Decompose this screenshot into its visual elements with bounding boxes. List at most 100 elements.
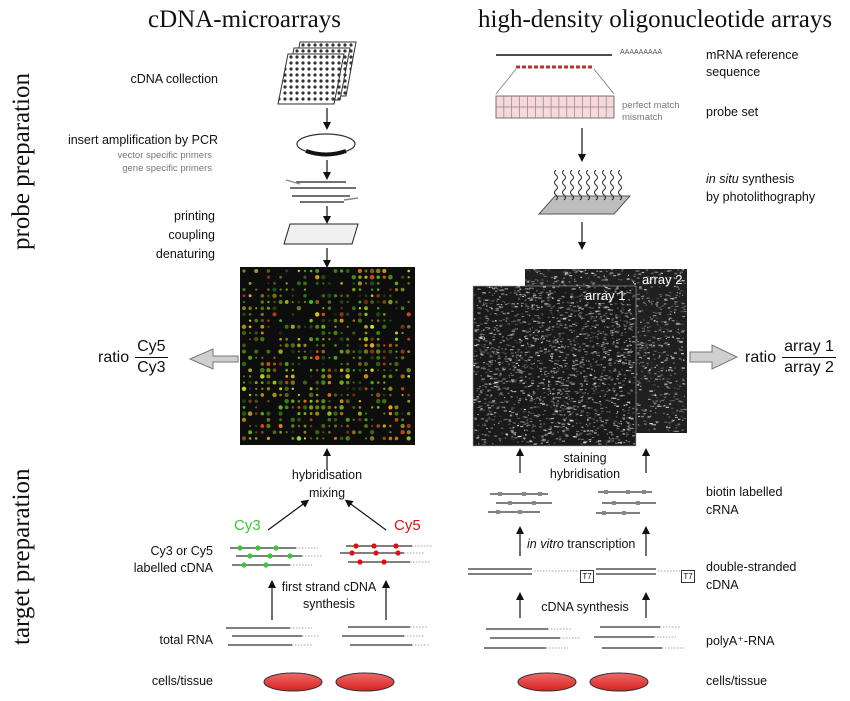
array-pixel <box>501 335 504 338</box>
array-pixel <box>474 329 477 331</box>
array-pixel <box>475 373 478 375</box>
array-pixel <box>639 286 642 288</box>
array-spot <box>357 349 362 354</box>
array-pixel <box>645 269 649 271</box>
array-pixel <box>566 422 569 425</box>
array-pixel <box>641 409 644 411</box>
array-pixel <box>480 353 482 355</box>
array-pixel <box>557 431 559 433</box>
array-spot <box>376 349 381 354</box>
array-pixel <box>584 351 588 353</box>
array-pixel <box>488 365 491 367</box>
array-pixel <box>678 358 682 360</box>
array-pixel <box>498 375 502 377</box>
array-pixel <box>505 294 508 296</box>
array-pixel <box>489 302 493 304</box>
array-pixel <box>559 390 562 392</box>
array-pixel <box>524 351 528 354</box>
array-spot <box>370 380 374 385</box>
array-pixel <box>569 341 572 343</box>
array-pixel <box>521 440 524 442</box>
array-pixel <box>519 370 522 372</box>
array-spot <box>401 412 404 415</box>
array-spot <box>352 405 356 409</box>
array-spot <box>327 300 332 304</box>
array-pixel <box>663 351 667 353</box>
array-pixel <box>477 413 480 416</box>
array-pixel <box>681 429 684 431</box>
array-pixel <box>565 435 569 437</box>
array-pixel <box>552 367 556 369</box>
array-pixel <box>658 355 661 357</box>
array-spot <box>339 411 344 416</box>
array-pixel <box>598 305 602 307</box>
array-pixel <box>626 304 629 306</box>
array-spot <box>364 275 368 279</box>
array-pixel <box>541 335 544 337</box>
array-spot <box>327 411 332 416</box>
array-pixel <box>494 333 497 335</box>
array-pixel <box>552 346 556 348</box>
array-spot <box>407 411 411 416</box>
array-pixel <box>566 428 569 430</box>
array-pixel <box>640 321 642 323</box>
array-pixel <box>598 284 601 286</box>
array-pixel <box>539 402 543 404</box>
array-pixel <box>620 332 622 334</box>
array-pixel <box>630 364 634 366</box>
array-pixel <box>654 393 656 395</box>
array-pixel <box>628 308 631 310</box>
array-pixel <box>525 416 528 418</box>
array-pixel <box>622 294 625 296</box>
array-pixel <box>529 407 532 409</box>
array-pixel <box>644 378 648 380</box>
array-pixel <box>579 363 581 365</box>
array-pixel <box>568 319 571 321</box>
array-pixel <box>632 323 634 325</box>
array-spot <box>279 337 282 341</box>
array-pixel <box>488 299 490 301</box>
array-pixel <box>573 373 575 375</box>
array-spot <box>284 300 289 304</box>
array-pixel <box>502 340 505 342</box>
array-pixel <box>576 337 578 339</box>
array-pixel <box>541 322 545 324</box>
array-pixel <box>550 422 554 424</box>
array-spot <box>297 356 301 359</box>
array-pixel <box>594 432 597 434</box>
array-pixel <box>645 352 648 354</box>
array-pixel <box>640 344 642 346</box>
array-pixel <box>509 414 512 416</box>
array-spot <box>388 411 393 416</box>
array-pixel <box>586 393 589 395</box>
array-pixel <box>499 306 503 309</box>
array-pixel <box>516 294 518 296</box>
array-spot <box>302 380 308 385</box>
insert-amplification-label: insert amplification by PCR <box>67 133 218 147</box>
array-spot <box>254 430 258 434</box>
array-spot <box>248 437 252 440</box>
array-spot <box>377 369 380 372</box>
array-pixel <box>489 362 491 364</box>
array-spot <box>290 374 295 379</box>
array-pixel <box>594 410 599 412</box>
array-pixel <box>526 429 528 431</box>
array-pixel <box>499 325 502 327</box>
array-spot <box>370 319 374 322</box>
array-pixel <box>536 290 538 292</box>
array-pixel <box>607 326 610 328</box>
array-pixel <box>603 307 607 309</box>
array-pixel <box>485 315 488 317</box>
array-pixel <box>543 275 547 278</box>
array-pixel <box>483 351 485 353</box>
array-pixel <box>530 298 534 301</box>
array-pixel <box>496 407 500 409</box>
array-pixel <box>572 288 576 290</box>
array-spot <box>309 387 313 391</box>
array-pixel <box>540 313 544 315</box>
array-pixel <box>653 402 657 404</box>
array-pixel <box>481 433 484 435</box>
array-pixel <box>556 397 559 399</box>
array-pixel <box>624 312 628 314</box>
array-pixel <box>556 310 559 312</box>
